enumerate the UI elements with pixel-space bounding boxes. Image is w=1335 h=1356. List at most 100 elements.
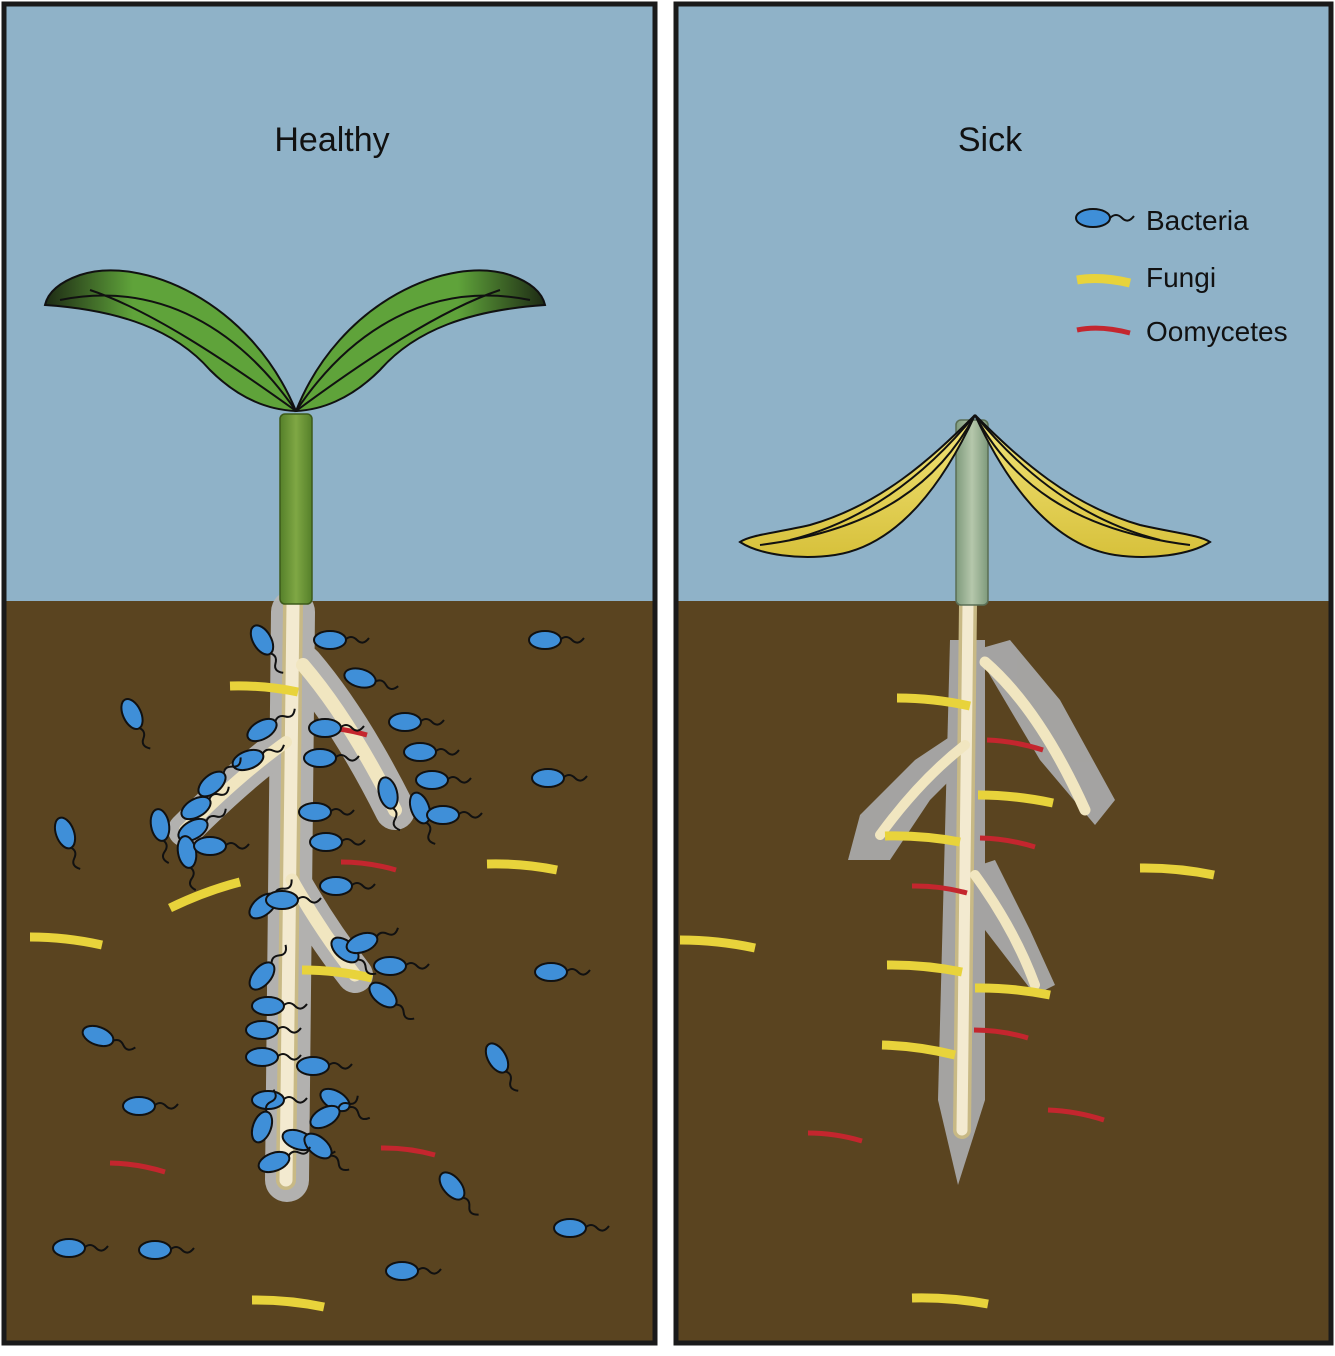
bacterium <box>415 770 472 790</box>
bacterium <box>197 757 242 798</box>
bacterium <box>250 1089 277 1144</box>
oomycete-hypha <box>911 883 968 896</box>
legend-oomycetes-label: Oomycetes <box>1146 316 1288 347</box>
healthy-title: Healthy <box>274 121 389 159</box>
sick-sky <box>678 6 1329 601</box>
bacterium <box>120 698 151 750</box>
oomycete-hypha <box>973 1027 1029 1041</box>
bacterium <box>345 927 399 955</box>
fungus-hypha <box>301 965 374 983</box>
bacterium <box>388 712 445 732</box>
bacterium <box>81 1024 136 1051</box>
fungus-hypha <box>251 1295 325 1312</box>
legend-oomycetes: Oomycetes <box>1076 316 1288 347</box>
oomycete-hypha <box>807 1130 863 1144</box>
fungus-hypha <box>168 877 242 913</box>
bacterium <box>246 708 296 743</box>
bacterium <box>385 1261 442 1281</box>
bacterium <box>368 981 415 1021</box>
legend-fungi: Fungi <box>1076 262 1216 293</box>
sick-left-leaf <box>738 414 976 558</box>
fungus-hypha <box>486 859 558 875</box>
bacterium <box>265 890 322 910</box>
fungus-hypha <box>881 1040 957 1060</box>
bacteria-layer <box>52 624 610 1281</box>
fungus-hypha <box>884 831 961 847</box>
sick-root-system <box>875 596 1091 1139</box>
bacterium <box>257 1146 311 1174</box>
bacterium <box>313 630 370 650</box>
bacterium <box>308 718 365 738</box>
legend: Bacteria Fungi Oomycetes <box>1075 205 1288 347</box>
bacterium <box>438 1171 479 1216</box>
bacterium <box>309 1095 359 1130</box>
sick-panel-border <box>673 1 1334 1346</box>
bacterium <box>245 1047 302 1067</box>
bacterium <box>193 836 250 856</box>
bacterium <box>534 962 591 982</box>
bacterium <box>53 816 81 870</box>
bacterium <box>176 835 198 891</box>
bacterium <box>122 1096 179 1116</box>
bacterium <box>309 832 366 852</box>
bacterium-icon <box>1075 208 1111 228</box>
bacterium <box>426 805 483 825</box>
bacterium <box>343 667 399 690</box>
bacterium <box>303 748 360 768</box>
bacterium <box>298 802 355 822</box>
bacterium <box>245 1020 302 1040</box>
bacterium <box>249 624 284 674</box>
bacterium <box>373 956 430 976</box>
bacterium <box>52 1238 109 1258</box>
sick-title: Sick <box>958 121 1023 159</box>
healthy-stem <box>279 413 313 605</box>
sick-panel <box>673 1 1334 1346</box>
fungus-icon <box>1076 274 1132 288</box>
fungi-layer <box>29 681 1215 1312</box>
oomycete-hypha <box>979 835 1036 850</box>
healthy-panel-border <box>1 1 658 1346</box>
bacterium <box>403 742 460 762</box>
fungus-hypha <box>229 681 299 697</box>
bacterium <box>149 808 171 864</box>
fungus-hypha <box>886 960 963 977</box>
bacterium <box>377 776 401 832</box>
legend-bacteria-label: Bacteria <box>1146 205 1249 236</box>
oomycete-hypha <box>340 859 397 873</box>
fungus-hypha <box>1139 863 1215 880</box>
bacterium <box>180 786 230 821</box>
bacterium <box>408 791 436 845</box>
sick-soil <box>678 601 1329 1341</box>
bacterium <box>231 744 285 772</box>
sick-right-leaf <box>974 414 1212 558</box>
fungus-hypha <box>974 983 1051 1000</box>
bacterium <box>553 1218 610 1238</box>
oomycete-hypha <box>380 1145 436 1158</box>
bacterium <box>296 1056 353 1076</box>
bacterium <box>528 630 585 650</box>
fungus-hypha <box>977 790 1054 808</box>
legend-fungi-label: Fungi <box>1146 262 1216 293</box>
oomycete-hypha <box>986 737 1044 753</box>
healthy-left-leaf <box>43 269 298 413</box>
sick-plant <box>738 414 1212 1185</box>
oomycete-hypha <box>1047 1107 1105 1123</box>
legend-bacteria: Bacteria <box>1075 205 1249 236</box>
oomycete-hypha <box>109 1160 166 1175</box>
fungus-hypha <box>29 932 103 950</box>
bacterium <box>319 876 376 896</box>
bacterium <box>248 944 288 991</box>
sick-stem <box>955 419 989 606</box>
fungus-hypha <box>679 935 756 953</box>
bacterium <box>251 996 308 1016</box>
fungus-hypha <box>911 1293 989 1309</box>
bacterium <box>303 1132 350 1172</box>
healthy-right-leaf <box>294 269 547 413</box>
bacterium <box>531 768 588 788</box>
bacterium <box>484 1042 519 1092</box>
oomycete-icon <box>1076 325 1131 336</box>
fungus-hypha <box>896 693 971 711</box>
bacterium <box>138 1240 195 1260</box>
